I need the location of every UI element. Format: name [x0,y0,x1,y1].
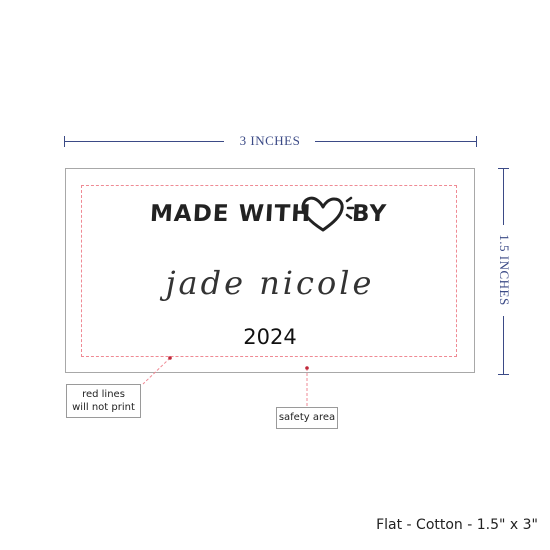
product-caption: Flat - Cotton - 1.5" x 3" [376,517,538,533]
red-lines-callout-line1: red lines [82,389,125,400]
red-lines-callout-line2: will not print [72,402,135,413]
height-dimension-label: 1.5 INCHES [497,234,512,306]
width-dimension-label: 3 INCHES [239,133,301,148]
heart-icon [296,193,355,235]
safety-area-callout: safety area [276,407,338,429]
label-preview [65,168,475,373]
made-with-text: MADE WITH [149,201,313,227]
by-text: BY [351,201,388,227]
height-dimension-line-top [503,168,504,225]
width-dimension-line-left [64,141,224,142]
year-text: 2024 [243,325,297,349]
height-dimension-line-bottom [503,316,504,374]
signature-name: jade nicole [165,264,375,302]
red-lines-callout: red lines will not print [66,384,141,418]
width-dimension-line-right [315,141,476,142]
safety-area-outline [81,185,457,357]
height-dimension-bottom-cap [498,374,509,375]
width-dimension-right-cap [476,136,477,147]
